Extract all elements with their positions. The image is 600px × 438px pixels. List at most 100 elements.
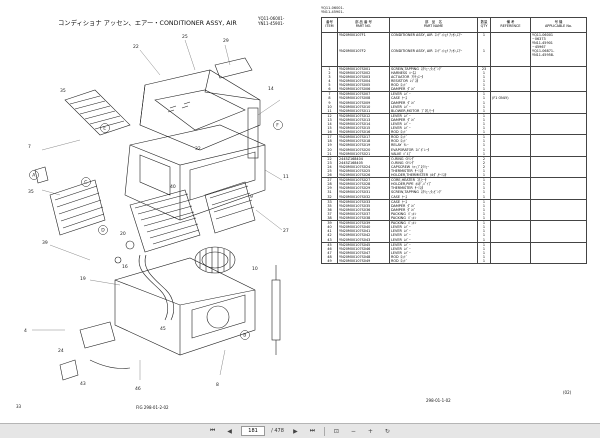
cell-applicable xyxy=(530,160,587,165)
callout-label: 40 xyxy=(170,184,176,190)
part-name-jp: ﾚﾊﾞｰ xyxy=(403,104,411,109)
callout-label: 46 xyxy=(135,386,141,392)
part-name-en: ROD xyxy=(391,135,399,140)
callout-label: A xyxy=(32,173,36,179)
part-name-en: DAMPER xyxy=(391,207,406,212)
part-name-jp: ｷｬｯﾌﾟｽｸﾘｭｰ xyxy=(412,164,430,169)
part-name-en: ROD xyxy=(391,254,399,259)
callout-circle-F xyxy=(273,120,283,130)
rotate-icon[interactable]: ↻ xyxy=(384,427,390,435)
cell-applicable xyxy=(530,87,587,92)
fit-page-icon[interactable]: ⊡ xyxy=(333,427,339,435)
cell-applicable xyxy=(530,182,587,187)
toolbar-divider xyxy=(323,426,325,436)
part-name-en: BLOWER,MOTOR xyxy=(391,108,420,113)
table-row: YN11-45901 xyxy=(321,41,587,46)
figure-label: FIG 298-01-2-02 xyxy=(136,405,169,410)
cell-applicable xyxy=(530,91,587,97)
part-name-jp: Oﾘﾝｸﾞ xyxy=(405,156,415,161)
part-name-jp: ﾊﾟｯｷﾝ xyxy=(407,216,417,221)
part-name-en: ROD xyxy=(391,258,399,263)
part-name-en: CONDITIONER ASSY, AIR xyxy=(391,49,433,54)
cell-applicable xyxy=(530,186,587,191)
callout-label: 43 xyxy=(80,381,86,387)
part-name-en: RELAY xyxy=(391,143,402,148)
page-number-input[interactable] xyxy=(241,426,266,436)
part-name-en: DAMPER xyxy=(391,87,406,92)
callout-label: 19 xyxy=(80,276,86,282)
part-name-en: PACKING xyxy=(391,211,406,216)
cell-applicable: YQ11-06871- xyxy=(530,49,587,54)
callout-label: C xyxy=(84,180,87,186)
part-name-jp: ｽｸﾘｭｰ,ﾀｯﾋﾟﾝｸﾞ xyxy=(420,190,443,195)
callout-label: 27 xyxy=(283,228,289,234)
part-name-jp: ﾚﾊﾞｰ xyxy=(403,92,411,97)
cell-applicable xyxy=(530,121,587,127)
exploded-parts-diagram: A E C D B F 7 35 22 25 29 14 11 27 10 35… xyxy=(24,34,289,392)
part-name-jp: ﾚﾊﾞｰ xyxy=(403,233,411,238)
first-page-icon[interactable]: ⏮ xyxy=(209,427,216,434)
part-name-jp: ﾀﾞﾝﾊﾟ xyxy=(407,117,416,122)
cell-applicable xyxy=(530,57,587,62)
part-name-en: CASE xyxy=(391,96,400,101)
cell-applicable: YQ11-06001 xyxy=(530,32,587,38)
last-page-icon[interactable]: ⏭ xyxy=(309,427,316,434)
zoom-out-icon[interactable]: − xyxy=(350,427,356,435)
model-ref-line: YQ11-06001- xyxy=(258,16,285,21)
cell-item: 49 xyxy=(321,258,338,265)
cell-applicable xyxy=(530,155,587,161)
cell-applicable xyxy=(530,83,587,88)
cell-applicable xyxy=(530,220,587,226)
callout-label: 24 xyxy=(58,348,64,354)
cell-applicable xyxy=(530,211,587,217)
part-name-en: LEVER xyxy=(391,250,402,255)
part-name-jp: ﾎﾙﾀﾞ,ﾊﾟｲﾌﾟ xyxy=(415,182,432,187)
part-name-en: THERMISTER xyxy=(391,169,413,173)
cell-applicable: YN11-45901 xyxy=(530,41,587,46)
callout-circle-A xyxy=(29,170,39,180)
next-page-icon[interactable]: ▶ xyxy=(293,427,298,435)
callout-label: 32 xyxy=(195,146,201,152)
cell-applicable xyxy=(530,164,587,169)
zoom-in-icon[interactable]: + xyxy=(367,427,373,435)
part-name-jp: ﾊｰﾈｽ xyxy=(409,70,416,75)
cell-applicable xyxy=(530,117,587,122)
callout-label: 45 xyxy=(160,326,166,332)
cell-applicable xyxy=(530,241,587,247)
part-name-jp: ﾌﾞﾛﾜ,ﾓｰﾀ xyxy=(421,108,435,113)
part-name-en: THERMISTER xyxy=(391,186,413,191)
callout-label: 22 xyxy=(133,44,139,50)
table-row: ~06373 xyxy=(321,37,587,42)
callout-label: B xyxy=(243,333,246,339)
cell-applicable xyxy=(530,112,587,118)
part-name-en: LEVER xyxy=(391,113,402,118)
page-number-left: 33 xyxy=(16,404,22,409)
part-name-en: LEVER xyxy=(391,92,402,97)
part-name-jp: ﾀﾞﾝﾊﾟ xyxy=(407,207,416,212)
prev-page-icon[interactable]: ◀ xyxy=(227,427,232,435)
part-name-en: PACKING xyxy=(391,221,406,226)
callout-label: 14 xyxy=(268,86,274,92)
part-name-en: DAMPER xyxy=(391,203,406,208)
part-name-jp: ｽｸﾘｭｰ,ﾀｯﾋﾟﾝｸﾞ xyxy=(420,66,443,71)
part-name-en: O-RING xyxy=(391,160,404,165)
